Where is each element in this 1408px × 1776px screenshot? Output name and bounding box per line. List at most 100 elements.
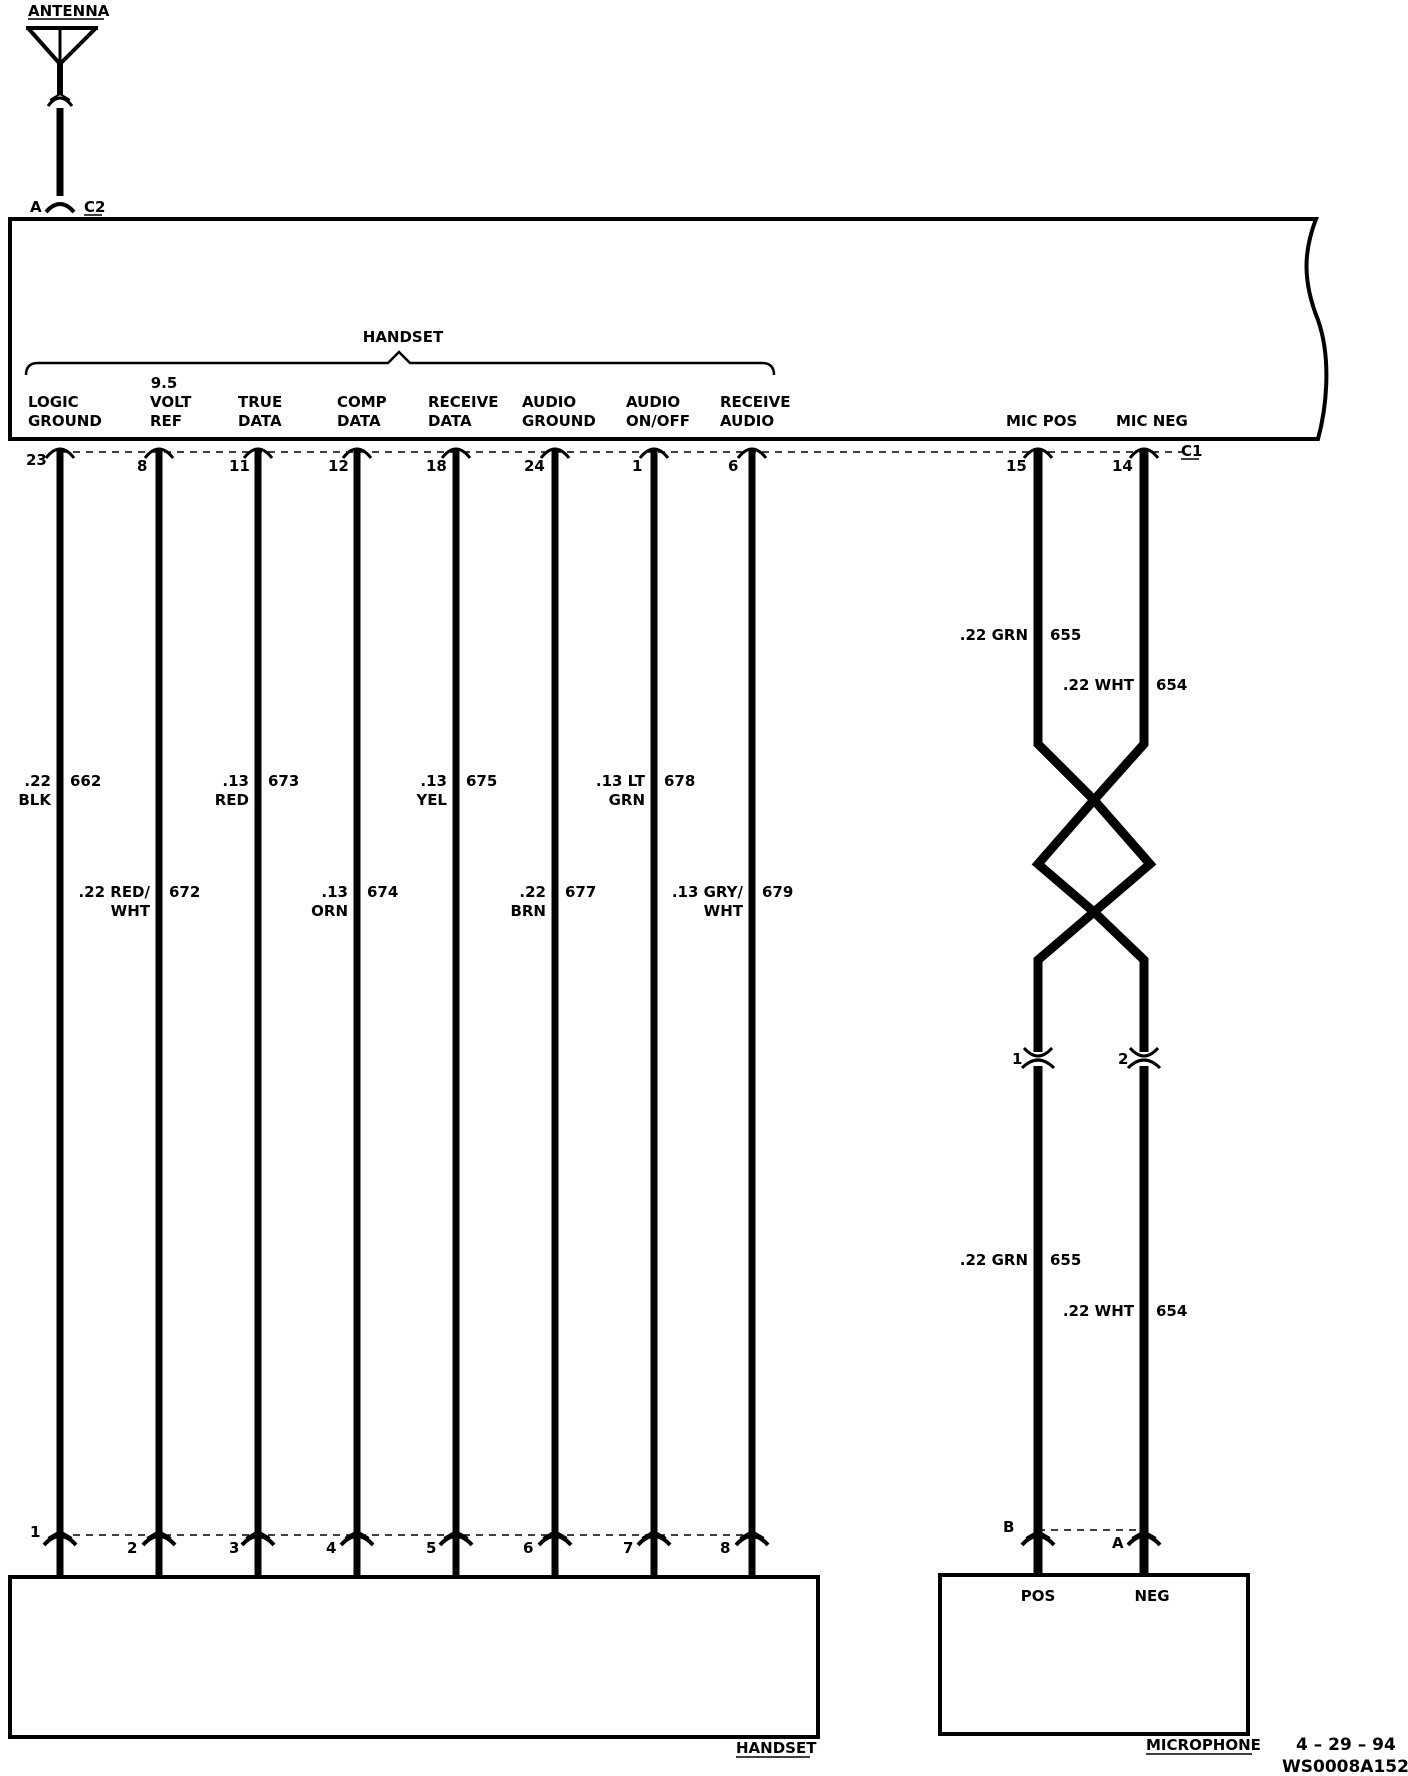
handset-pin: 4 bbox=[326, 1539, 336, 1557]
pin-number: 23 bbox=[26, 451, 47, 469]
wire-gauge: .22 RED/ bbox=[78, 883, 150, 901]
mic-pos-terminal: POS bbox=[1021, 1587, 1056, 1605]
mic-neg-lower-spec: .22 WHT bbox=[1063, 1302, 1135, 1320]
handset-component: HANDSET bbox=[8, 1575, 820, 1758]
pin-label-audio-onoff-line2: ON/OFF bbox=[626, 412, 690, 430]
pin-label-receive-data-line2: DATA bbox=[428, 412, 472, 430]
mic-neg-upper-circuit: 654 bbox=[1156, 676, 1187, 694]
footer-date: 4 – 29 – 94 bbox=[1296, 1735, 1396, 1755]
wire-675: 18 .13 YEL 675 5 bbox=[415, 447, 497, 1577]
pin-label-receive-audio-line1: RECEIVE bbox=[720, 393, 791, 411]
pin-label-mic-neg: MIC NEG bbox=[1116, 412, 1188, 430]
pin-label-logic-ground-line1: LOGIC bbox=[28, 393, 79, 411]
pin-label-volt-ref-line2: REF bbox=[150, 412, 182, 430]
mic-neg-upper-spec: .22 WHT bbox=[1063, 676, 1135, 694]
antenna: ANTENNA A C2 bbox=[26, 2, 110, 216]
microphone-component: POS NEG MICROPHONE bbox=[938, 1573, 1261, 1755]
wire-gauge: .22 bbox=[24, 772, 51, 790]
pin-label-logic-ground-line2: GROUND bbox=[28, 412, 102, 430]
handset-pin: 6 bbox=[523, 1539, 533, 1557]
wire-circuit: 673 bbox=[268, 772, 299, 790]
pin-number: 6 bbox=[728, 457, 738, 475]
wire-circuit: 677 bbox=[565, 883, 596, 901]
mic-neg-terminal: NEG bbox=[1134, 1587, 1169, 1605]
handset-label: HANDSET bbox=[736, 1739, 817, 1757]
handset-pin: 3 bbox=[229, 1539, 239, 1557]
microphone-label: MICROPHONE bbox=[1146, 1736, 1261, 1754]
wire-color: WHT bbox=[111, 902, 151, 920]
wire-color: BLK bbox=[18, 791, 52, 809]
pin-label-comp-data-line2: DATA bbox=[337, 412, 381, 430]
pin-number: 8 bbox=[137, 457, 147, 475]
wire-677: 24 .22 BRN 677 6 bbox=[510, 447, 596, 1577]
wire-678: 1 .13 LT GRN 678 7 bbox=[596, 447, 695, 1577]
mic-pin-b: B bbox=[1003, 1518, 1014, 1536]
wire-679: 6 .13 GRY/ WHT 679 8 bbox=[672, 447, 793, 1577]
wire-color: ORN bbox=[311, 902, 348, 920]
wire-gauge: .13 bbox=[222, 772, 249, 790]
pin-number: 1 bbox=[632, 457, 642, 475]
module-box: HANDSET C1 bbox=[8, 217, 1329, 460]
pin-label-receive-data-line1: RECEIVE bbox=[428, 393, 499, 411]
wire-color: GRN bbox=[609, 791, 645, 809]
pin-label-true-data-line1: TRUE bbox=[238, 393, 282, 411]
wire-circuit: 675 bbox=[466, 772, 497, 790]
mic-neg-wire-upper bbox=[1087, 450, 1157, 1052]
wire-gauge: .13 GRY/ bbox=[672, 883, 744, 901]
wire-circuit: 662 bbox=[70, 772, 101, 790]
wire-color: RED bbox=[215, 791, 249, 809]
mic-pos-lower-spec: .22 GRN bbox=[960, 1251, 1028, 1269]
handset-pin: 1 bbox=[30, 1523, 40, 1541]
antenna-pin: A bbox=[30, 198, 42, 216]
wire-circuit: 674 bbox=[367, 883, 398, 901]
mic-pos-inline-pin: 1 bbox=[1012, 1050, 1022, 1068]
antenna-connector: C2 bbox=[84, 198, 105, 216]
pin-label-comp-data-line1: COMP bbox=[337, 393, 387, 411]
footer: 4 – 29 – 94 WS0008A152 bbox=[1282, 1735, 1408, 1776]
wire-color: YEL bbox=[415, 791, 447, 809]
pin-number: 24 bbox=[524, 457, 545, 475]
mic-neg-lower-circuit: 654 bbox=[1156, 1302, 1187, 1320]
mic-neg-pin: 14 bbox=[1112, 457, 1133, 475]
wire-circuit: 679 bbox=[762, 883, 793, 901]
wire-gauge: .13 bbox=[420, 772, 447, 790]
mic-neg-inline-pin: 2 bbox=[1118, 1050, 1128, 1068]
antenna-label: ANTENNA bbox=[28, 2, 110, 20]
pin-label-volt-ref-line1: VOLT bbox=[150, 393, 192, 411]
wire-gauge: .22 bbox=[519, 883, 546, 901]
wire-circuit: 672 bbox=[169, 883, 200, 901]
mic-pos-lower-circuit: 655 bbox=[1050, 1251, 1081, 1269]
handset-pin: 2 bbox=[127, 1539, 137, 1557]
mic-pos-upper-circuit: 655 bbox=[1050, 626, 1081, 644]
wire-gauge: .13 LT bbox=[596, 772, 646, 790]
mic-pos-wire-upper bbox=[1031, 450, 1101, 1052]
mic-pin-a: A bbox=[1112, 1534, 1124, 1552]
c1-connector-label: C1 bbox=[1181, 442, 1202, 460]
handset-pin: 8 bbox=[720, 1539, 730, 1557]
pin-number: 12 bbox=[328, 457, 349, 475]
mic-pos-upper-spec: .22 GRN bbox=[960, 626, 1028, 644]
wire-674: 12 .13 ORN 674 4 bbox=[311, 447, 398, 1577]
module-pin-labels: 9.5 LOGIC GROUND VOLT REF TRUE DATA COMP… bbox=[28, 374, 1188, 430]
handset-group-label: HANDSET bbox=[363, 328, 444, 346]
wire-673: 11 .13 RED 673 3 bbox=[215, 447, 299, 1577]
wire-gauge: .13 bbox=[321, 883, 348, 901]
pin-number: 18 bbox=[426, 457, 447, 475]
handset-pin: 7 bbox=[623, 1539, 633, 1557]
pin-label-true-data-line2: DATA bbox=[238, 412, 282, 430]
wire-circuit: 678 bbox=[664, 772, 695, 790]
pin-label-mic-pos: MIC POS bbox=[1006, 412, 1077, 430]
handset-wires: 23 .22 BLK 662 1 8 .22 RED/ WHT 672 2 11… bbox=[18, 447, 793, 1577]
pin-label-audio-ground-line2: GROUND bbox=[522, 412, 596, 430]
mic-pos-pin: 15 bbox=[1006, 457, 1027, 475]
handset-pin: 5 bbox=[426, 1539, 436, 1557]
wire-color: WHT bbox=[704, 902, 744, 920]
pin-label-audio-ground-line1: AUDIO bbox=[522, 393, 576, 411]
pin-label-receive-audio-line2: AUDIO bbox=[720, 412, 774, 430]
pin-number: 11 bbox=[229, 457, 250, 475]
pin-label-audio-onoff-line1: AUDIO bbox=[626, 393, 680, 411]
mic-wires: 15 14 .22 GRN 655 .22 WHT 654 1 2 .22 GR… bbox=[960, 447, 1187, 1577]
wire-662: 23 .22 BLK 662 1 bbox=[18, 447, 101, 1577]
footer-code: WS0008A152 bbox=[1282, 1757, 1408, 1776]
